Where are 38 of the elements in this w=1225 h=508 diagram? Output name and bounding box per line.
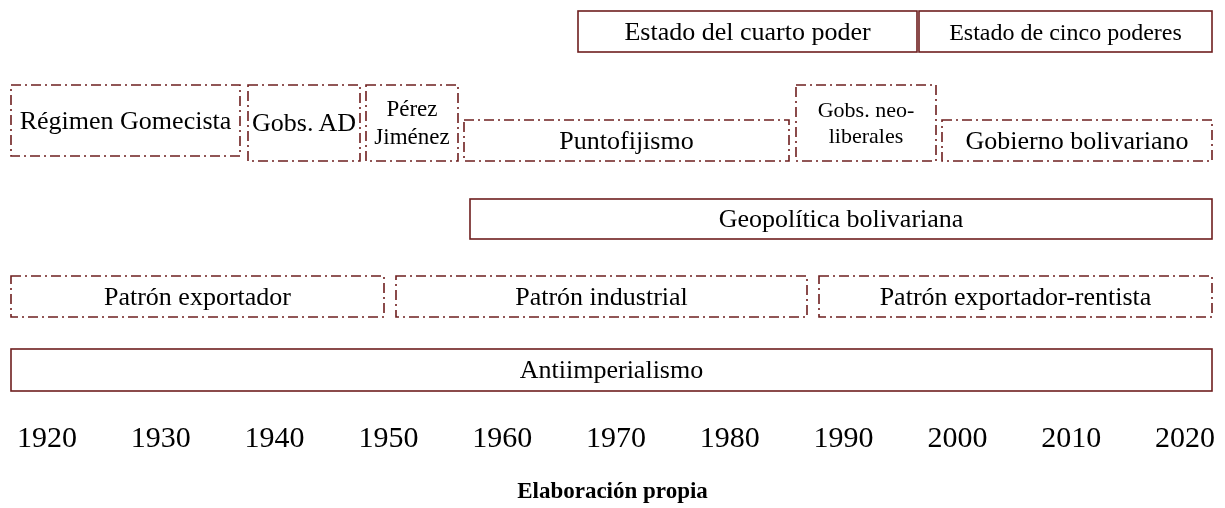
period-label: Estado de cinco poderes [948, 17, 1183, 46]
period-label: Gobs. neo-liberales [816, 96, 916, 150]
period-label: Puntofijismo [558, 124, 695, 157]
year-label: 1920 [16, 420, 78, 454]
period-box [10, 348, 1213, 392]
period-label: Patrón exportador-rentista [878, 280, 1153, 313]
year-label: 2010 [1040, 420, 1103, 454]
year-label: 1970 [585, 420, 647, 454]
period-box [463, 119, 790, 162]
year-label: 2000 [926, 420, 989, 454]
year-label: 1960 [471, 420, 534, 454]
period-box [469, 198, 1213, 240]
period-label: Pérez Jiménez [373, 95, 451, 151]
period-label: Antiimperialismo [518, 354, 705, 386]
year-label: 1980 [698, 420, 761, 454]
period-box [10, 275, 385, 318]
period-label: Patrón exportador [103, 280, 292, 313]
year-label: 2020 [1154, 420, 1216, 454]
period-box [395, 275, 808, 318]
period-box [247, 84, 361, 162]
period-box [365, 84, 459, 162]
period-box [10, 84, 241, 157]
period-box [918, 10, 1213, 53]
year-label: 1930 [129, 420, 192, 454]
period-label: Estado del cuarto poder [623, 15, 872, 48]
period-box [795, 84, 937, 162]
period-box [941, 119, 1213, 162]
period-label: Patrón industrial [514, 280, 689, 313]
period-label: Gobs. AD [251, 107, 357, 139]
caption: Elaboración propia [516, 478, 709, 504]
year-label: 1950 [357, 420, 420, 454]
period-label: Geopolítica bolivariana [717, 203, 965, 235]
year-label: 1990 [812, 420, 875, 454]
period-label: Régimen Gomecista [18, 104, 233, 137]
period-box [818, 275, 1213, 318]
period-box [577, 10, 918, 53]
year-label: 1940 [243, 420, 306, 454]
period-label: Gobierno bolivariano [964, 124, 1190, 157]
